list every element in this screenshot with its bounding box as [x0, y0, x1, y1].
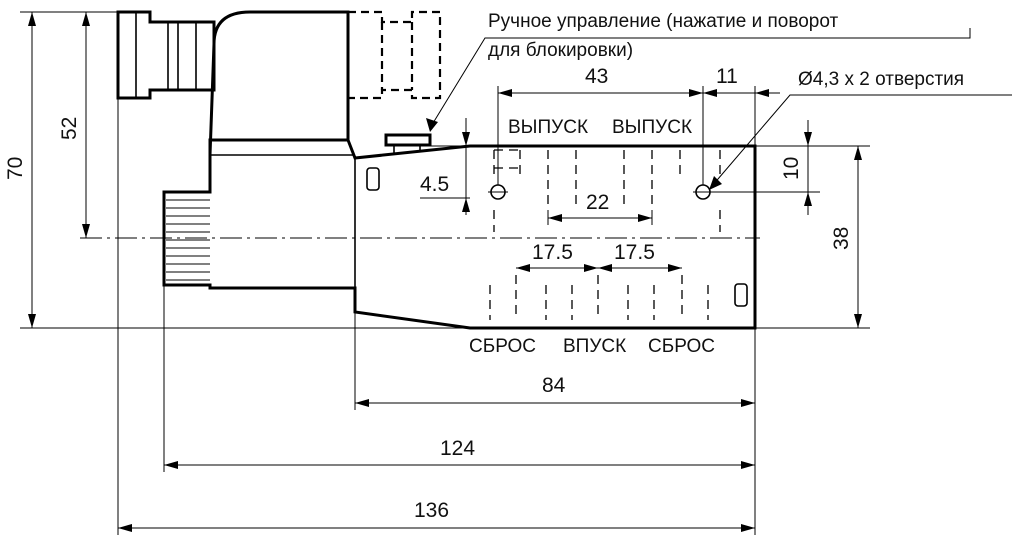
coil-housing — [208, 10, 350, 156]
dim-hole-offset: 11 — [716, 65, 738, 88]
manual-override-note-line2: для блокировки) — [488, 40, 633, 61]
dim-length-with-connector: 124 — [440, 437, 475, 460]
dimension-lines — [28, 12, 862, 532]
hidden-port-lines — [489, 149, 721, 320]
dim-step: 4.5 — [420, 173, 449, 196]
port-label-inlet: ВПУСК — [563, 336, 626, 357]
port-label-exhaust-a: СБРОС — [469, 336, 536, 357]
dim-coil-height: 52 — [58, 117, 81, 140]
port-label-outlet-b: ВЫПУСК — [612, 117, 692, 138]
plug-connector — [116, 10, 216, 100]
valve-outline — [80, 10, 760, 330]
manual-override-note-line1: Ручное управление (нажатие и поворот — [488, 11, 838, 32]
port-label-exhaust-b: СБРОС — [648, 336, 715, 357]
leader-lines — [426, 28, 1012, 190]
connector-alt-position — [348, 10, 442, 100]
operator-body — [162, 139, 757, 330]
dim-overall-height: 70 — [4, 157, 27, 180]
dim-port-spacing-top: 43 — [585, 65, 608, 88]
dim-body-length: 84 — [542, 374, 566, 397]
dim-inlet-pitch-left: 17.5 — [532, 241, 573, 264]
manual-override-button — [384, 133, 432, 147]
knurled-grip — [166, 199, 210, 281]
indicator-window — [366, 167, 380, 191]
dim-outlet-pitch: 22 — [586, 191, 609, 214]
dim-hole-pitch-vertical: 10 — [780, 157, 803, 180]
right-indicator — [734, 283, 748, 307]
extension-lines — [20, 11, 870, 535]
port-label-outlet-a: ВЫПУСК — [508, 117, 588, 138]
dim-overall-length: 136 — [414, 499, 449, 522]
dim-body-height: 38 — [830, 227, 853, 250]
dim-inlet-pitch-right: 17.5 — [614, 241, 655, 264]
annotation-text: Ручное управление (нажатие и поворот для… — [4, 11, 964, 522]
mounting-holes-note: Ø4,3 x 2 отверстия — [798, 69, 964, 90]
